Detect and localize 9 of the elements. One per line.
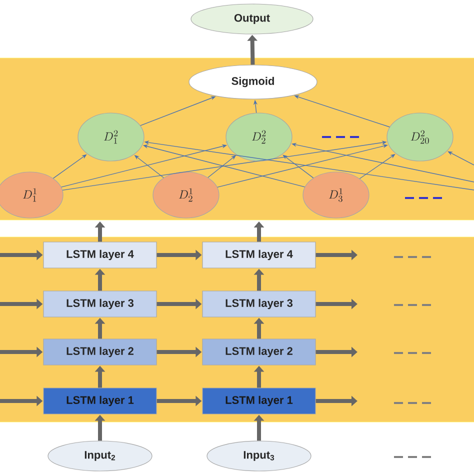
lstm-box: LSTM layer 4 — [202, 242, 316, 268]
lstm-box: LSTM layer 3 — [202, 290, 316, 318]
arrow — [282, 154, 314, 178]
lstm-box: LSTM layer 1 — [43, 388, 157, 414]
lstm-box: LSTM layer 3 — [43, 290, 157, 318]
lstm-box: LSTM layer 2 — [202, 338, 316, 366]
lstm-box: LSTM layer 2 — [43, 338, 157, 366]
lstm-box: LSTM layer 4 — [43, 242, 157, 268]
lstm-box: LSTM layer 1 — [202, 388, 316, 414]
